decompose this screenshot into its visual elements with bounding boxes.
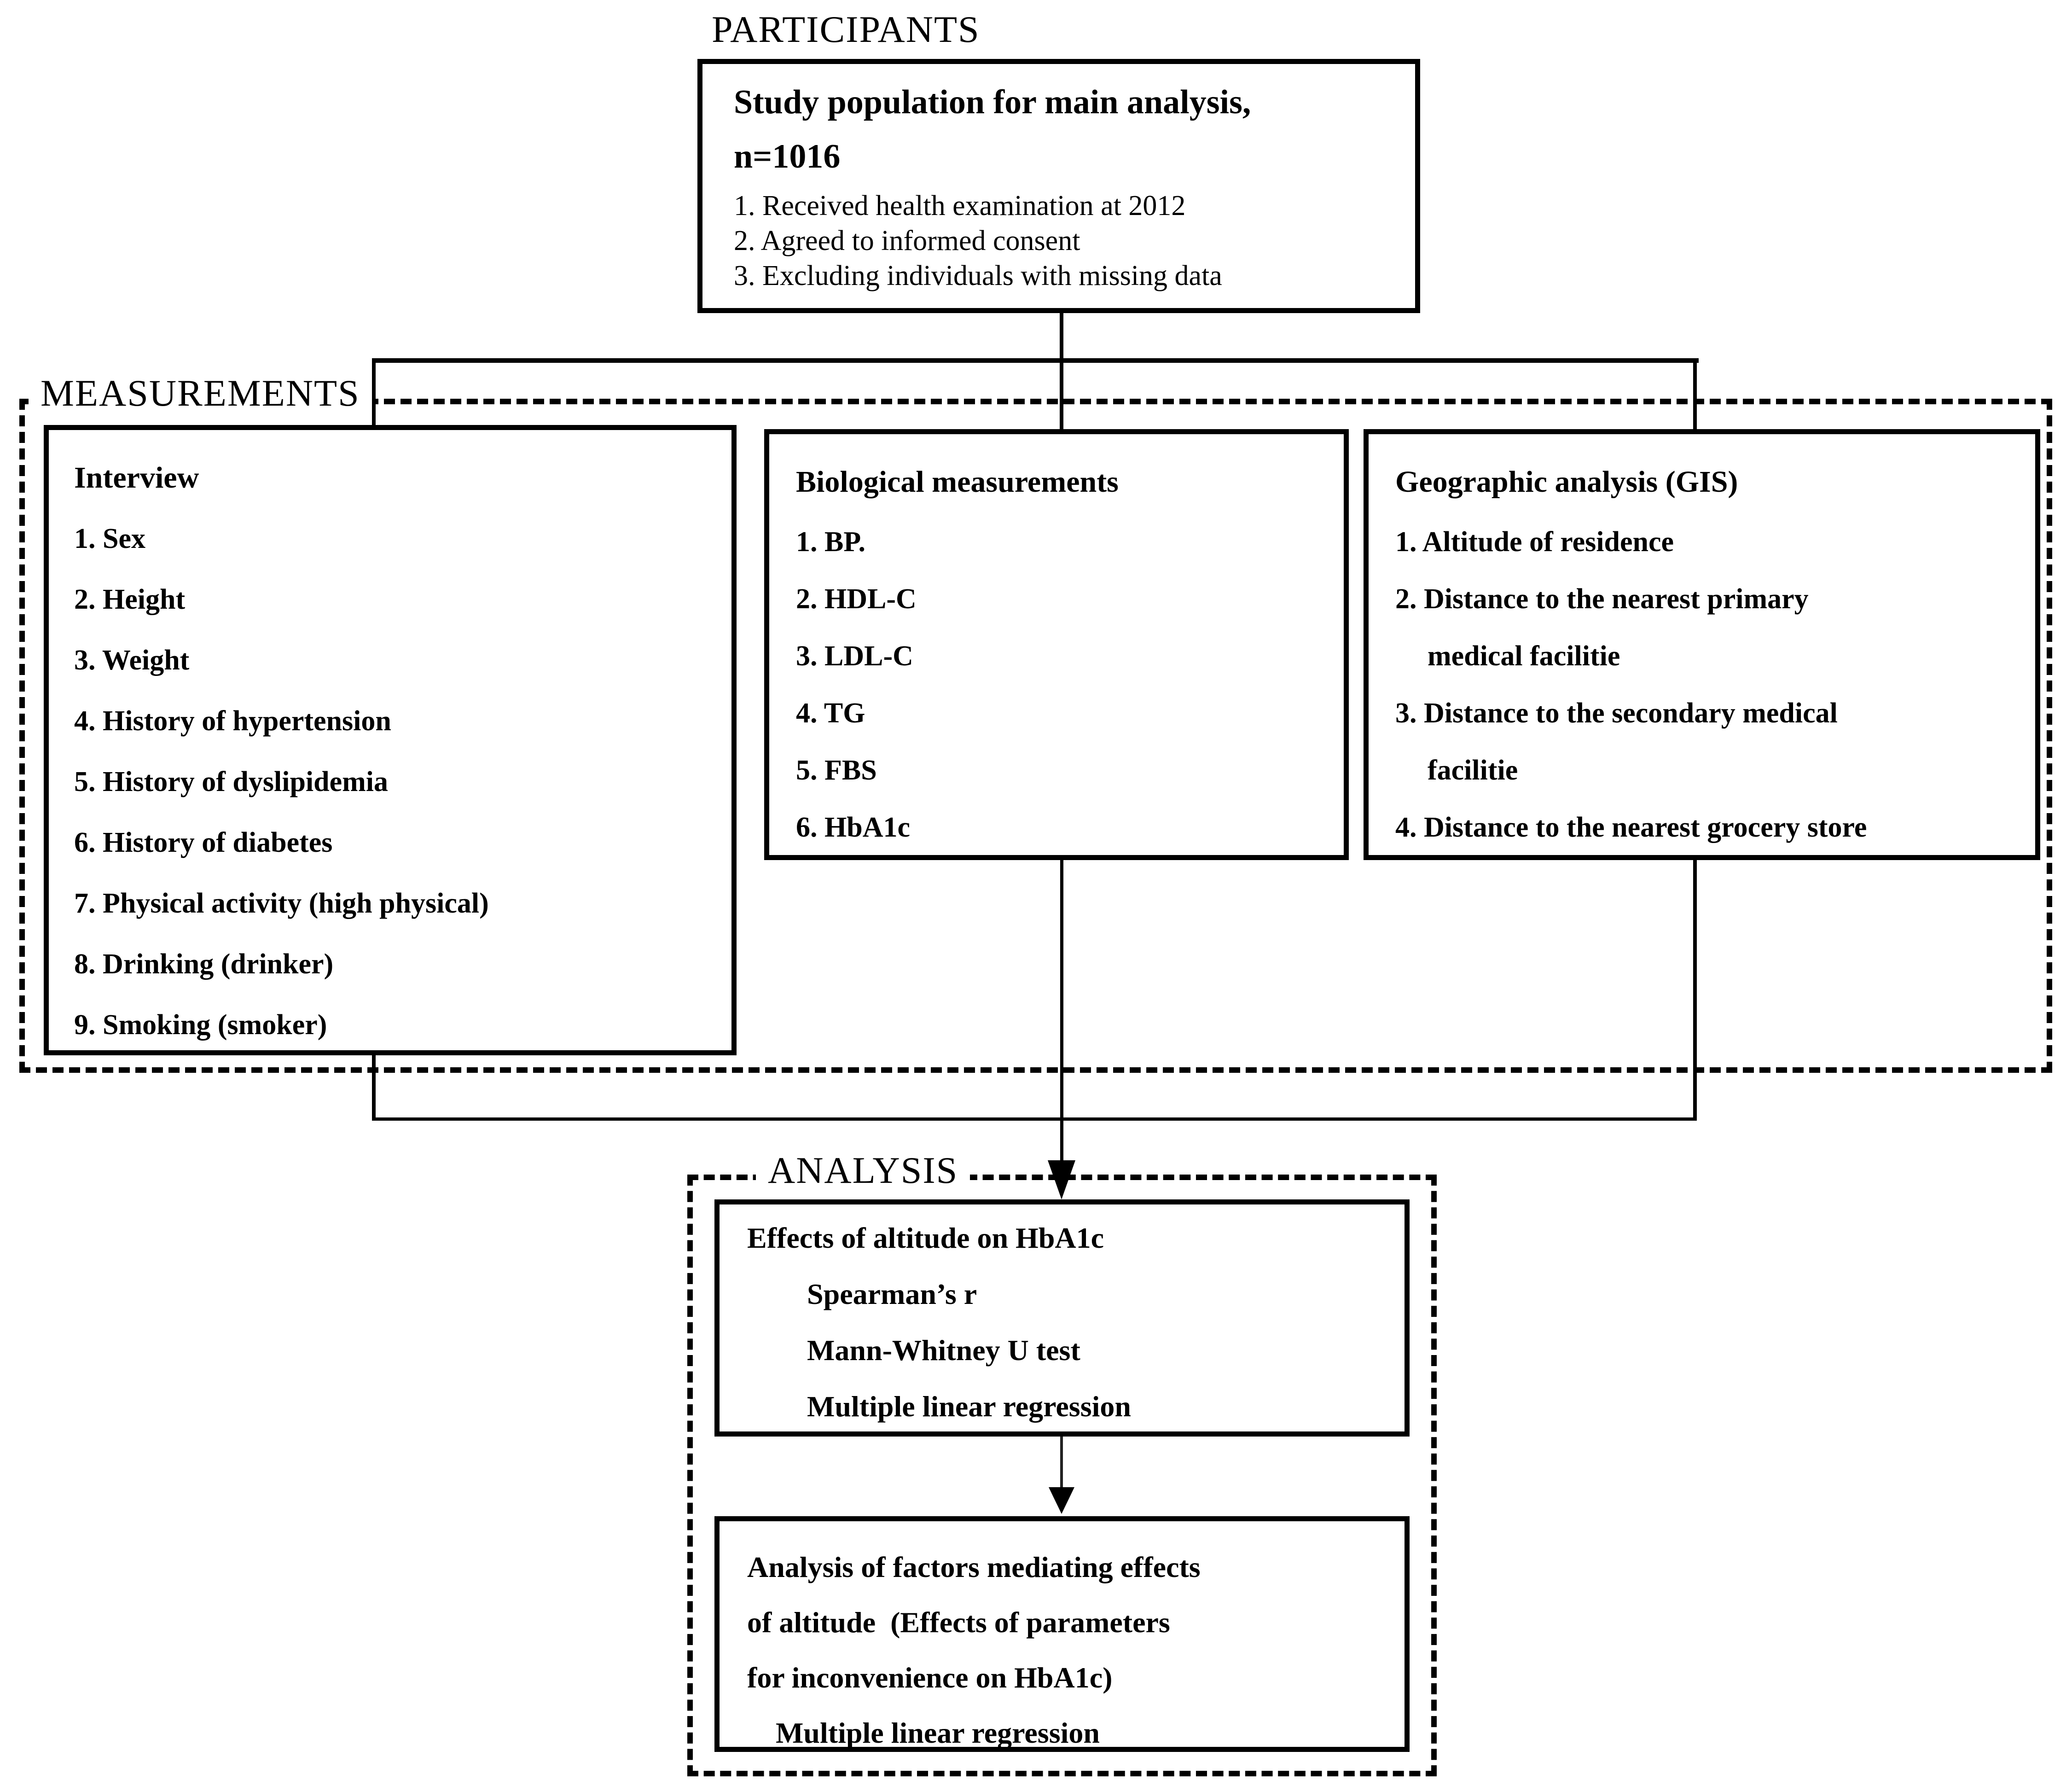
participants-item: 1. Received health examination at 2012 — [734, 190, 1186, 221]
biological-box: Biological measurements 1. BP. 2. HDL-C … — [764, 429, 1349, 860]
interview-item: 6. History of diabetes — [74, 827, 333, 858]
gis-line: 3. Distance to the secondary medical — [1395, 698, 1838, 729]
biological-title: Biological measurements — [796, 465, 1119, 499]
gis-line: 1. Altitude of residence — [1395, 526, 1674, 558]
interview-item: 9. Smoking (smoker) — [74, 1009, 327, 1041]
arrow-to-analysis-head — [1048, 1160, 1075, 1199]
participants-n: n=1016 — [734, 138, 841, 175]
biological-item: 2. HDL-C — [796, 583, 917, 615]
section-label-participants: PARTICIPANTS — [712, 8, 980, 50]
gis-line: 4. Distance to the nearest grocery store — [1395, 812, 1867, 843]
arrow-between-analysis-head — [1049, 1487, 1074, 1514]
arrow-between-analysis-tail — [1060, 1437, 1063, 1488]
analysis1-method: Mann-Whitney U test — [807, 1334, 1080, 1367]
biological-item: 3. LDL-C — [796, 640, 913, 672]
interview-item: 1. Sex — [74, 523, 145, 554]
connector-gis-bottom — [1693, 860, 1697, 1121]
participants-title: Study population for main analysis, — [734, 83, 1251, 121]
connector-bottom-horizontal — [372, 1117, 1697, 1121]
connector-top-horizontal — [372, 358, 1699, 363]
analysis1-line: Effects of altitude on HbA1c — [747, 1222, 1104, 1254]
analysis-box-effects: Effects of altitude on HbA1c Spearman’s … — [714, 1199, 1410, 1437]
biological-item: 1. BP. — [796, 526, 866, 558]
analysis2-line: of altitude (Effects of parameters — [747, 1606, 1170, 1639]
analysis2-method: Multiple linear regression — [776, 1716, 1100, 1749]
gis-line-continuation: medical facilitie — [1428, 640, 1620, 672]
interview-title: Interview — [74, 461, 199, 494]
connector-interview-bottom — [372, 1055, 376, 1121]
interview-item: 3. Weight — [74, 645, 190, 676]
measurements-region — [19, 399, 2052, 1073]
participants-item: 3. Excluding individuals with missing da… — [734, 260, 1222, 291]
interview-item: 2. Height — [74, 584, 186, 615]
interview-item: 4. History of hypertension — [74, 705, 391, 737]
participants-criteria-list: 1. Received health examination at 2012 2… — [734, 188, 1397, 293]
biological-item: 6. HbA1c — [796, 812, 910, 843]
gis-line: 2. Distance to the nearest primary — [1395, 583, 1809, 615]
connector-participants-stem — [1060, 308, 1063, 361]
biological-item: 5. FBS — [796, 755, 877, 786]
analysis1-method: Multiple linear regression — [807, 1390, 1131, 1423]
gis-title: Geographic analysis (GIS) — [1395, 465, 1738, 499]
participants-item: 2. Agreed to informed consent — [734, 225, 1080, 256]
arrow-to-analysis-tail — [1060, 860, 1063, 1161]
connector-drop-interview — [372, 358, 376, 428]
interview-item: 8. Drinking (drinker) — [74, 948, 334, 980]
gis-box: Geographic analysis (GIS) 1. Altitude of… — [1364, 429, 2040, 860]
participants-box: Study population for main analysis, n=10… — [697, 59, 1420, 313]
section-label-measurements: MEASUREMENTS — [29, 372, 372, 414]
biological-item: 4. TG — [796, 698, 865, 729]
analysis2-line: for inconvenience on HbA1c) — [747, 1661, 1113, 1694]
connector-drop-biological — [1060, 358, 1063, 433]
interview-box: Interview 1. Sex 2. Height 3. Weight 4. … — [44, 425, 737, 1055]
interview-item: 7. Physical activity (high physical) — [74, 888, 489, 919]
analysis1-method: Spearman’s r — [807, 1278, 977, 1310]
connector-drop-gis — [1693, 358, 1697, 433]
analysis-box-mediators: Analysis of factors mediating effects of… — [714, 1516, 1410, 1752]
section-label-analysis: ANALYSIS — [756, 1149, 970, 1192]
analysis2-line: Analysis of factors mediating effects — [747, 1551, 1201, 1583]
gis-line-continuation: facilitie — [1428, 755, 1518, 786]
interview-item: 5. History of dyslipidemia — [74, 766, 389, 797]
